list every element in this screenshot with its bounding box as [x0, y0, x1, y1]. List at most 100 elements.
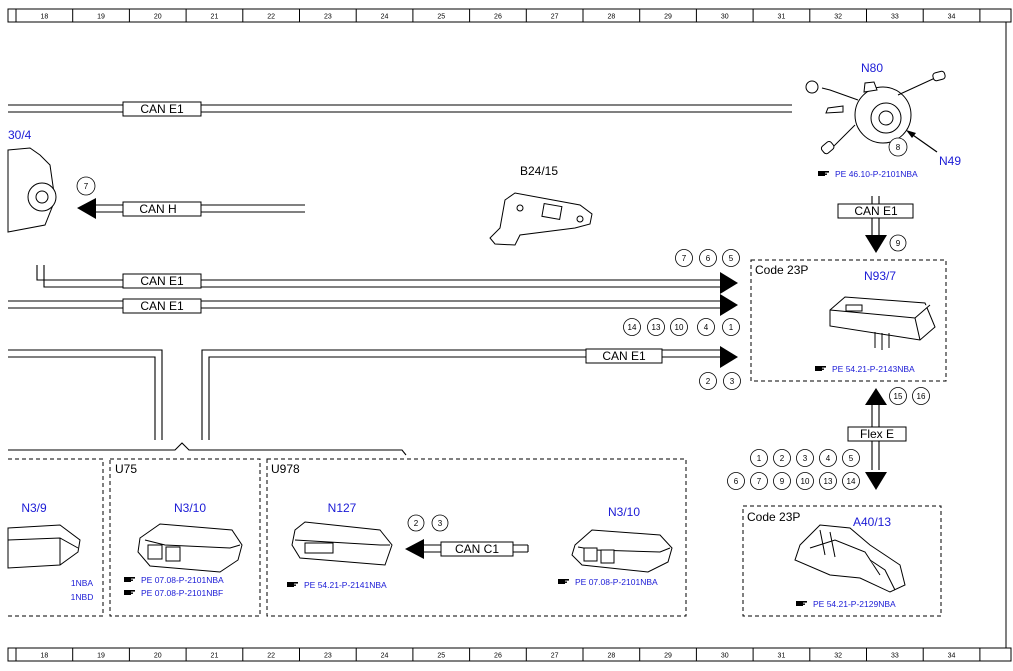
pin-circle [722, 249, 740, 267]
ruler-column-label: 34 [948, 653, 956, 660]
arrow-left-icon [77, 198, 96, 219]
u978-module: U978 N127 PE 54.21-P-2141NBA 2 3 CAN C1 … [266, 458, 687, 617]
a4013-code: Code 23P [747, 510, 800, 524]
c304-pin: 7 [84, 182, 89, 191]
pin-number: 2 [780, 454, 785, 463]
n937-code: Code 23P [755, 263, 808, 277]
ruler-column-label: 26 [494, 14, 502, 21]
n127-pin-2: 2 [414, 519, 419, 528]
n80-steering-column-module: N80 8 N49 PE 46.10-P-2101NBA [805, 61, 961, 179]
can-e1-top-wire: CAN E1 [8, 101, 792, 117]
ruler-column-label: 30 [721, 653, 729, 660]
pin-number: 7 [757, 477, 762, 486]
u75-ref-1: PE 07.08-P-2101NBA [141, 575, 224, 585]
ruler-column-label: 27 [551, 653, 559, 660]
ruler-column-label: 26 [494, 653, 502, 660]
pin-number: 7 [682, 254, 687, 263]
n937-top-pin: 9 [896, 239, 901, 248]
n127-pin-3: 3 [438, 519, 443, 528]
can-h-wire: CAN H [77, 198, 305, 219]
n310b-ref: PE 07.08-P-2101NBA [575, 577, 658, 587]
pointing-hand-icon [124, 590, 135, 595]
can-e1-wire-3: CAN E1 [8, 346, 738, 440]
pin-number: 6 [706, 254, 711, 263]
pin-number: 13 [652, 323, 661, 332]
ruler-column-label: 27 [551, 14, 559, 21]
n49-label: N49 [939, 154, 961, 168]
pin-circle [727, 472, 745, 490]
ruler-column-label: 28 [607, 14, 615, 21]
n39-code-2: 1NBD [71, 592, 94, 602]
ruler-column-label: 24 [381, 14, 389, 21]
a4013-module: Code 23P A40/13 PE 54.21-P-2129NBA [742, 505, 942, 617]
pin-number: 3 [730, 377, 735, 386]
can-e1-wire3-label: CAN E1 [602, 349, 646, 363]
arrow-right-icon [720, 346, 738, 368]
ruler-column-label: 20 [154, 653, 162, 660]
bus-connector [8, 442, 407, 456]
b2415-sensor: B24/15 [489, 164, 593, 246]
pin-circle [647, 318, 665, 336]
pin-circle [819, 449, 837, 467]
n39-module: N3/9 1NBA 1NBD [7, 458, 104, 617]
arrow-left-icon [405, 539, 424, 559]
pointing-hand-icon [558, 579, 569, 584]
pin-circle [699, 249, 717, 267]
pin-circle [623, 318, 641, 336]
n39-label: N3/9 [21, 501, 47, 515]
b2415-label: B24/15 [520, 164, 558, 178]
u75-ref-2: PE 07.08-P-2101NBF [141, 588, 223, 598]
ruler-column-label: 31 [778, 14, 786, 21]
ruler-column-label: 18 [40, 14, 48, 21]
pin-circle [697, 318, 715, 336]
ruler-column-label: 32 [834, 653, 842, 660]
pin-circle [670, 318, 688, 336]
pin-circle [722, 318, 740, 336]
n127-ref: PE 54.21-P-2141NBA [304, 580, 387, 590]
can-e1-wire-1: CAN E1 [36, 265, 738, 294]
can-e1-n80-n937: CAN E1 9 [837, 196, 914, 253]
arrow-down-icon [865, 235, 887, 253]
pin-number: 9 [780, 477, 785, 486]
arrow-down-icon [865, 472, 887, 490]
arrow-right-icon [720, 294, 738, 316]
ruler-column-label: 24 [381, 653, 389, 660]
ruler-column-label: 22 [267, 14, 275, 21]
pin-circle [773, 472, 791, 490]
arrow-up-icon [865, 388, 887, 405]
pointing-hand-icon [287, 582, 298, 587]
n39-code-1: 1NBA [71, 578, 94, 588]
pointing-hand-icon [815, 366, 826, 371]
ruler-column-label: 25 [437, 14, 445, 21]
flex-e-bus: Flex E [847, 388, 907, 490]
component-30-4: 30/4 7 [7, 128, 96, 233]
ruler-column-label: 22 [267, 653, 275, 660]
pin-number: 3 [803, 454, 808, 463]
ruler-column-label: 29 [664, 653, 672, 660]
pin-number: 1 [729, 323, 734, 332]
pin-circle [889, 387, 907, 405]
pin-number: 5 [729, 254, 734, 263]
ruler-column-label: 30 [721, 14, 729, 21]
can-e1-vertical-label: CAN E1 [854, 204, 898, 218]
ruler-column-label: 19 [97, 653, 105, 660]
ruler-column-label: 23 [324, 14, 332, 21]
pin-number: 1 [757, 454, 762, 463]
n80-label: N80 [861, 61, 883, 75]
pin-circle [842, 472, 860, 490]
ruler-column-label: 28 [607, 653, 615, 660]
ruler-column-label: 23 [324, 653, 332, 660]
can-h-label: CAN H [139, 202, 176, 216]
ruler-column-label: 29 [664, 14, 672, 21]
n49-ref: PE 46.10-P-2101NBA [835, 169, 918, 179]
n310b-label: N3/10 [608, 505, 640, 519]
a4013-ref: PE 54.21-P-2129NBA [813, 599, 896, 609]
pin-circle [723, 372, 741, 390]
pointing-hand-icon [796, 601, 807, 606]
c304-label: 30/4 [8, 128, 32, 142]
pin-number: 14 [628, 323, 637, 332]
